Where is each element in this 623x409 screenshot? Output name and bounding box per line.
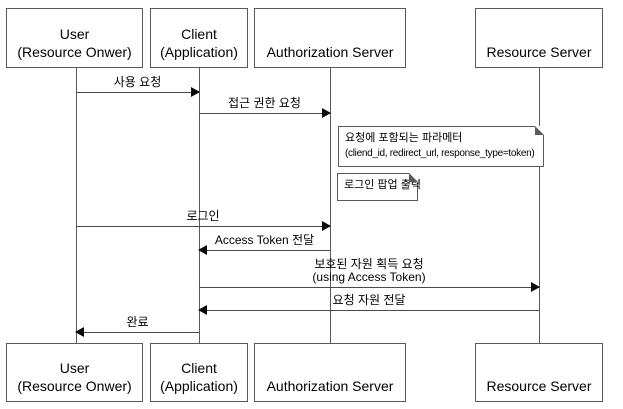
actor-label: Resource Server	[486, 378, 592, 394]
message-line	[199, 250, 330, 251]
actor-box-client-bottom: Client (Application)	[150, 343, 248, 402]
actor-box-user-bottom: User (Resource Onwer)	[6, 343, 143, 402]
arrowhead-right-icon	[191, 87, 200, 97]
message-label: 완료	[126, 315, 149, 329]
message-label: 보호된 자원 획득 요청 (using Access Token)	[199, 258, 539, 284]
actor-box-authorization-server-top: Authorization Server	[254, 8, 406, 68]
note-fold-icon	[409, 173, 418, 182]
actor-label: Authorization Server	[266, 378, 394, 394]
note-text-line2: (cliend_id, redirect_url, response_type=…	[345, 148, 535, 159]
lifeline-authorization-server	[330, 68, 331, 343]
actor-label: User	[59, 26, 90, 42]
message-line	[76, 226, 330, 227]
actor-sublabel: (Resource Onwer)	[17, 44, 132, 60]
lifeline-client	[199, 68, 200, 343]
actor-box-resource-server-bottom: Resource Server	[475, 343, 603, 402]
actor-box-authorization-server-bottom: Authorization Server	[254, 343, 406, 402]
actor-label: Authorization Server	[266, 44, 394, 60]
message-label: 사용 요청	[113, 75, 162, 89]
message-label: 접근 권한 요청	[228, 96, 301, 110]
actor-label: User	[59, 360, 90, 376]
lifeline-user	[76, 68, 77, 343]
arrowhead-right-icon	[322, 108, 331, 118]
lifeline-resource-server	[539, 68, 540, 343]
actor-label: Client	[181, 360, 217, 376]
message-line	[199, 113, 330, 114]
note-login-popup: 로그인 팝업 출력	[337, 173, 421, 201]
arrowhead-left-icon	[198, 305, 207, 315]
arrowhead-right-icon	[322, 221, 331, 231]
arrowhead-left-icon	[198, 245, 207, 255]
actor-box-resource-server-top: Resource Server	[475, 8, 603, 68]
actor-box-user-top: User (Resource Onwer)	[6, 8, 143, 68]
actor-box-client-top: Client (Application)	[150, 8, 248, 68]
message-label: 요청 자원 전달	[332, 293, 406, 307]
message-line	[199, 310, 539, 311]
message-line	[76, 92, 199, 93]
arrowhead-right-icon	[531, 282, 540, 292]
message-label-line2: (using Access Token)	[312, 270, 426, 284]
message-line	[199, 287, 539, 288]
actor-sublabel: (Application)	[160, 378, 238, 394]
message-label: 로그인	[186, 209, 220, 223]
note-text-line1: 요청에 포함되는 파라메터	[345, 132, 463, 144]
message-line	[76, 332, 199, 333]
message-label-line1: 보호된 자원 획득 요청	[314, 257, 424, 271]
note-fold-icon	[535, 126, 544, 135]
message-label: Access Token 전달	[214, 233, 315, 247]
actor-label: Resource Server	[486, 44, 592, 60]
actor-sublabel: (Application)	[160, 44, 238, 60]
actor-sublabel: (Resource Onwer)	[17, 378, 132, 394]
arrowhead-left-icon	[75, 327, 84, 337]
note-request-parameters: 요청에 포함되는 파라메터 (cliend_id, redirect_url, …	[338, 126, 544, 167]
note-text-line1: 로그인 팝업 출력	[344, 179, 421, 191]
actor-label: Client	[181, 26, 217, 42]
